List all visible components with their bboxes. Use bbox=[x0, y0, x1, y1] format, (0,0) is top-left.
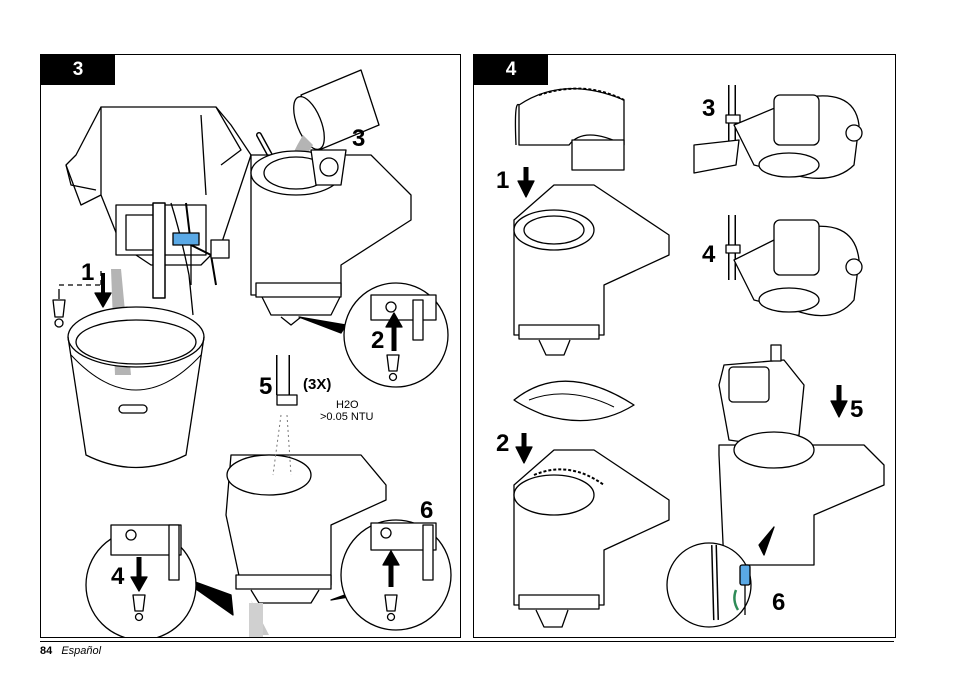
housing-2-drawing bbox=[514, 450, 669, 627]
callout-1: 1 bbox=[81, 261, 94, 285]
step-3-panel: 3 bbox=[40, 54, 461, 638]
sensor-install-drawing bbox=[719, 345, 884, 565]
footer-rule bbox=[40, 641, 894, 642]
callout-5: 5 bbox=[850, 398, 863, 422]
step-4-panel: 4 bbox=[473, 54, 896, 638]
turbidity-note: >0.05 NTU bbox=[320, 411, 374, 423]
callout-6: 6 bbox=[772, 591, 785, 615]
callout-3: 3 bbox=[352, 127, 365, 151]
housing-1-drawing bbox=[514, 185, 669, 355]
sensor-body-drawing bbox=[53, 107, 251, 327]
water-formula: H2O bbox=[336, 399, 359, 411]
step-4-illustration bbox=[474, 55, 895, 637]
callout-6: 6 bbox=[420, 499, 433, 523]
callout-2: 2 bbox=[371, 329, 384, 353]
step-3-illustration bbox=[41, 55, 460, 637]
callout-4: 4 bbox=[111, 565, 124, 589]
language-label: Español bbox=[61, 645, 101, 657]
callout-5: 5 bbox=[259, 375, 272, 399]
repeat-label: (3X) bbox=[303, 376, 331, 393]
ring-cap-drawing bbox=[514, 381, 634, 420]
cleaning-device-1-drawing bbox=[694, 85, 862, 178]
bucket-drawing bbox=[68, 307, 204, 468]
page-number: 84 bbox=[40, 645, 52, 657]
callout-1: 1 bbox=[496, 169, 509, 193]
light-shield-drawing bbox=[515, 89, 624, 170]
callout-2: 2 bbox=[496, 432, 509, 456]
cleaning-device-2-drawing bbox=[726, 215, 862, 316]
page-footer: 84 Español bbox=[40, 645, 101, 657]
callout-3: 3 bbox=[702, 97, 715, 121]
callout-4: 4 bbox=[702, 243, 715, 267]
